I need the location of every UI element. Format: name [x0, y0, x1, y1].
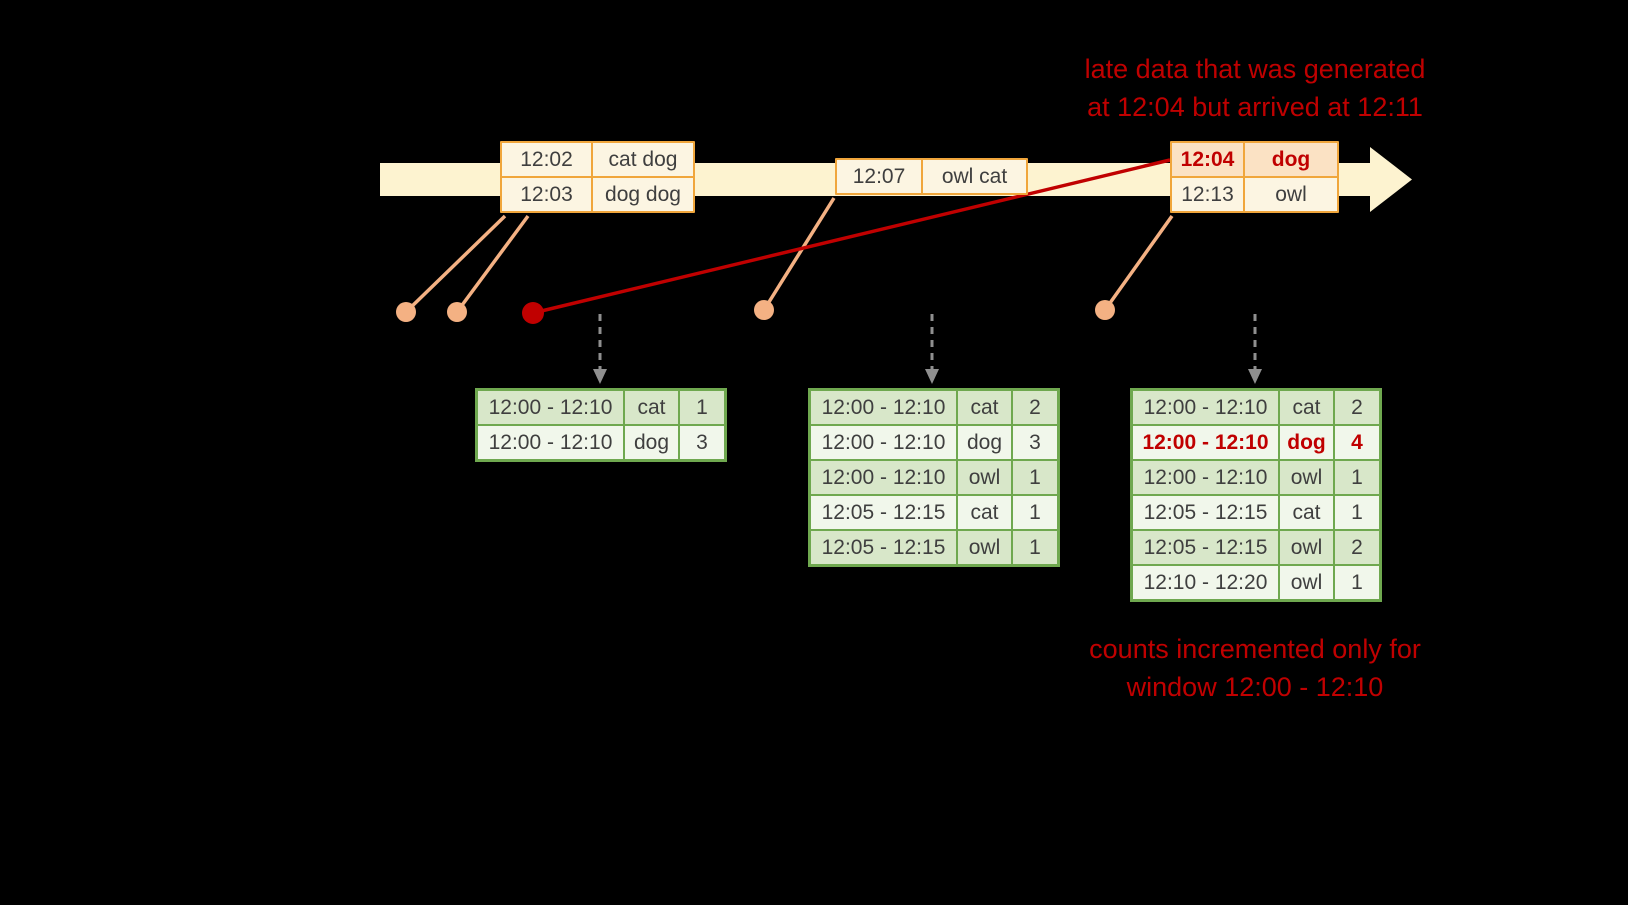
result-window: 12:00 - 12:10 [1133, 391, 1278, 424]
result-count: 3 [1013, 426, 1057, 459]
result-row: 12:00 - 12:10 owl 1 [811, 461, 1057, 494]
event-words: dog [1245, 143, 1337, 176]
result-count: 3 [680, 426, 724, 459]
result-window: 12:05 - 12:15 [1133, 531, 1278, 564]
event-row: 12:03 dog dog [502, 178, 693, 211]
event-time: 12:13 [1172, 178, 1243, 211]
result-row: 12:10 - 12:20 owl 1 [1133, 566, 1379, 599]
result-count: 1 [1013, 461, 1057, 494]
counts-note-caption: counts incremented only for window 12:00… [1020, 630, 1490, 706]
event-group-3: 12:04 dog 12:13 owl [1170, 141, 1339, 213]
connector-line-1 [404, 214, 507, 314]
connector-line-4 [1103, 214, 1174, 312]
counts-note-line2: window 12:00 - 12:10 [1126, 672, 1384, 702]
trigger-arrowhead-3-icon [1248, 369, 1262, 384]
result-word: owl [1280, 531, 1333, 564]
result-row: 12:05 - 12:15 cat 1 [811, 496, 1057, 529]
result-window: 12:00 - 12:10 [478, 391, 623, 424]
result-word: dog [625, 426, 678, 459]
result-row: 12:00 - 12:10 cat 1 [478, 391, 724, 424]
event-time: 12:03 [502, 178, 591, 211]
event-words: dog dog [593, 178, 693, 211]
late-data-line [532, 158, 1171, 315]
result-word: owl [958, 461, 1011, 494]
result-row: 12:00 - 12:10 dog 3 [478, 426, 724, 459]
trigger-arrowhead-1-icon [593, 369, 607, 384]
late-event-dot [522, 302, 544, 324]
result-count: 1 [1335, 496, 1379, 529]
late-data-caption-line1: late data that was generated [1084, 54, 1426, 84]
result-word: cat [625, 391, 678, 424]
result-row: 12:00 - 12:10 dog 3 [811, 426, 1057, 459]
event-row: 12:13 owl [1172, 178, 1337, 211]
event-words: owl cat [923, 160, 1026, 193]
result-word: cat [1280, 391, 1333, 424]
result-row: 12:05 - 12:15 owl 1 [811, 531, 1057, 564]
result-row: 12:00 - 12:10 owl 1 [1133, 461, 1379, 494]
result-window: 12:00 - 12:10 [811, 461, 956, 494]
event-group-2: 12:07 owl cat [835, 158, 1028, 195]
result-row: 12:05 - 12:15 cat 1 [1133, 496, 1379, 529]
result-window: 12:05 - 12:15 [1133, 496, 1278, 529]
result-count: 2 [1335, 531, 1379, 564]
result-row: 12:05 - 12:15 owl 2 [1133, 531, 1379, 564]
result-word: owl [1280, 461, 1333, 494]
event-group-1: 12:02 cat dog 12:03 dog dog [500, 141, 695, 213]
result-window: 12:05 - 12:15 [811, 496, 956, 529]
result-word: dog [1280, 426, 1333, 459]
late-data-caption-line2: at 12:04 but arrived at 12:11 [1087, 92, 1423, 122]
result-row: 12:00 - 12:10 cat 2 [811, 391, 1057, 424]
timeline-arrowhead-icon [1370, 147, 1412, 212]
connector-line-2 [455, 214, 530, 314]
late-event-row: 12:04 dog [1172, 143, 1337, 176]
result-count: 2 [1013, 391, 1057, 424]
event-words: cat dog [593, 143, 693, 176]
result-word: owl [1280, 566, 1333, 599]
event-row: 12:07 owl cat [837, 160, 1026, 193]
result-window: 12:00 - 12:10 [478, 426, 623, 459]
result-count: 1 [680, 391, 724, 424]
result-window: 12:00 - 12:10 [811, 426, 956, 459]
trigger-arrowhead-2-icon [925, 369, 939, 384]
result-window: 12:10 - 12:20 [1133, 566, 1278, 599]
late-data-caption: late data that was generated at 12:04 bu… [1020, 50, 1490, 126]
event-time: 12:07 [837, 160, 921, 193]
event-row: 12:02 cat dog [502, 143, 693, 176]
event-words: owl [1245, 178, 1337, 211]
result-count: 1 [1013, 496, 1057, 529]
result-word: cat [1280, 496, 1333, 529]
connector-line-3 [762, 197, 836, 311]
counts-note-line1: counts incremented only for [1089, 634, 1421, 664]
result-table-2: 12:00 - 12:10 cat 2 12:00 - 12:10 dog 3 … [808, 388, 1060, 567]
result-word: dog [958, 426, 1011, 459]
result-table-1: 12:00 - 12:10 cat 1 12:00 - 12:10 dog 3 [475, 388, 727, 462]
result-window: 12:00 - 12:10 [811, 391, 956, 424]
result-word: cat [958, 391, 1011, 424]
result-window: 12:00 - 12:10 [1133, 461, 1278, 494]
result-count: 4 [1335, 426, 1379, 459]
result-count: 2 [1335, 391, 1379, 424]
event-dot-4 [1095, 300, 1115, 320]
event-time: 12:04 [1172, 143, 1243, 176]
event-dot-2 [447, 302, 467, 322]
result-word: cat [958, 496, 1011, 529]
result-count: 1 [1335, 461, 1379, 494]
event-time: 12:02 [502, 143, 591, 176]
event-dot-3 [754, 300, 774, 320]
result-word: owl [958, 531, 1011, 564]
result-window: 12:00 - 12:10 [1133, 426, 1278, 459]
result-count: 1 [1013, 531, 1057, 564]
result-window: 12:05 - 12:15 [811, 531, 956, 564]
result-table-3: 12:00 - 12:10 cat 2 12:00 - 12:10 dog 4 … [1130, 388, 1382, 602]
result-count: 1 [1335, 566, 1379, 599]
late-updated-result-row: 12:00 - 12:10 dog 4 [1133, 426, 1379, 459]
event-dot-1 [396, 302, 416, 322]
result-row: 12:00 - 12:10 cat 2 [1133, 391, 1379, 424]
